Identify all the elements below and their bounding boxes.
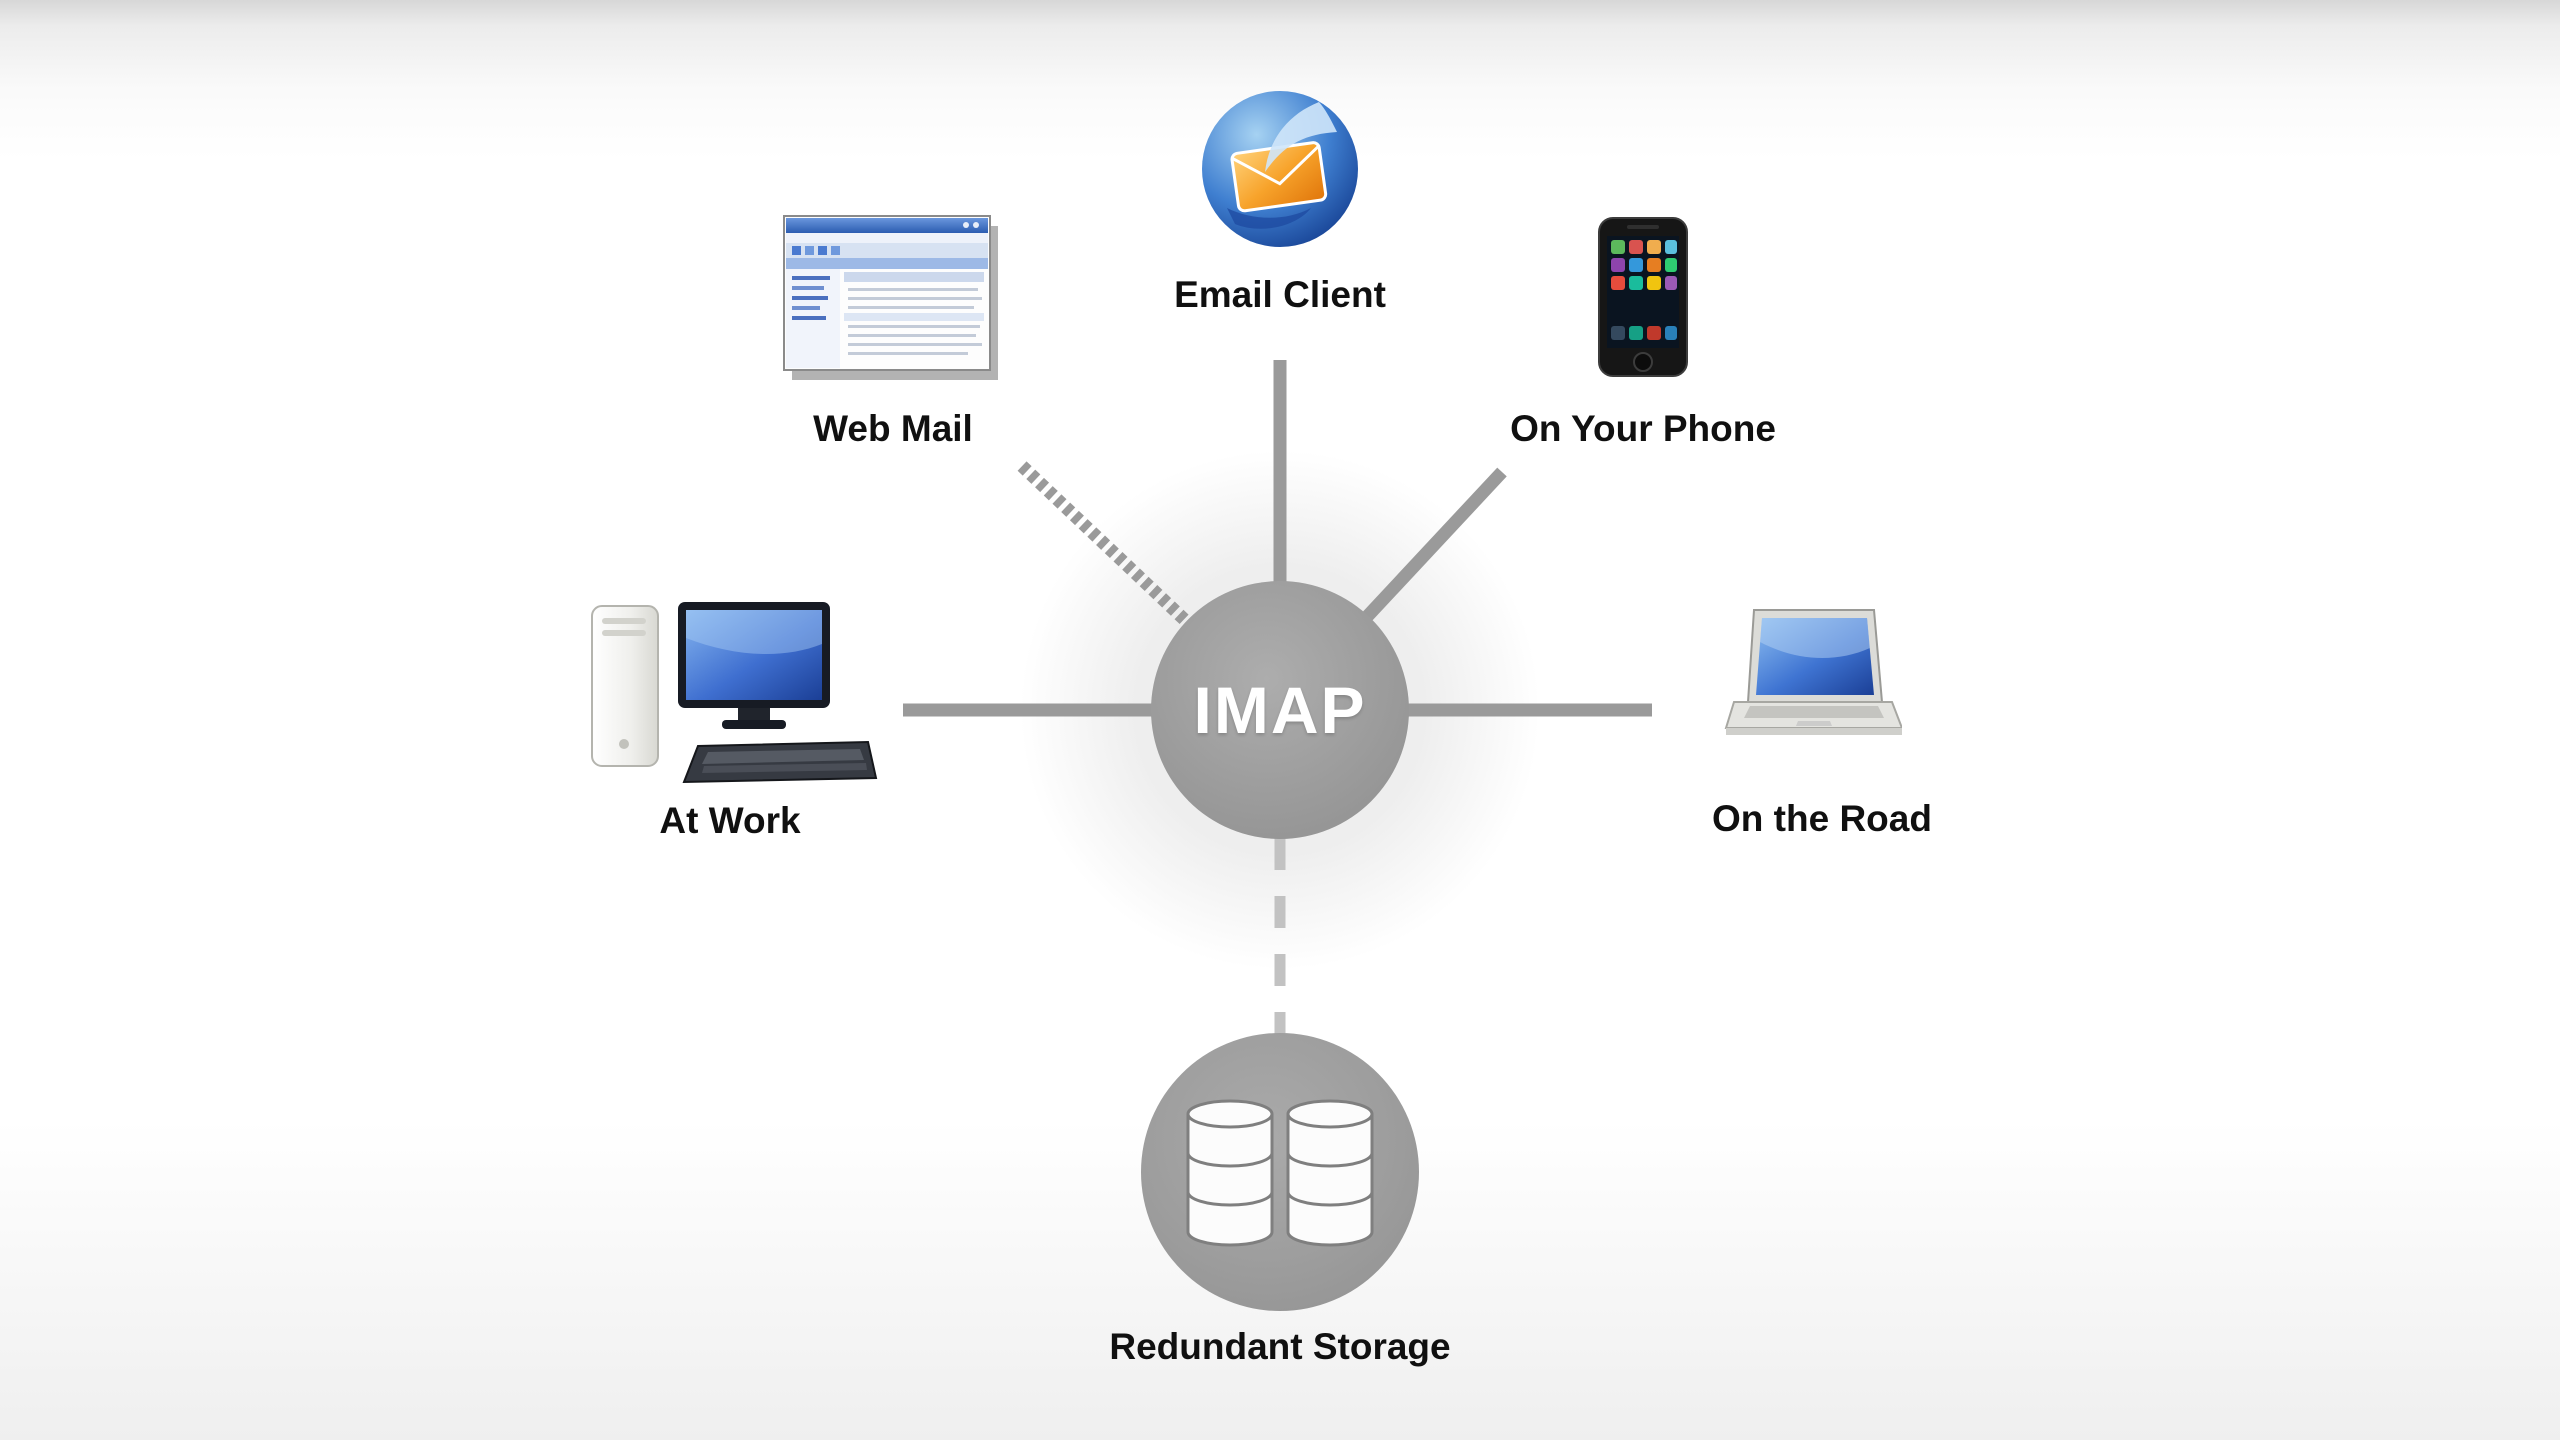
database-icon xyxy=(1186,1099,1374,1247)
redundant-storage-label: Redundant Storage xyxy=(1109,1326,1451,1367)
web-mail-label: Web Mail xyxy=(813,408,973,449)
at-work-label: At Work xyxy=(659,800,801,841)
imap-hub: IMAP xyxy=(1151,581,1409,839)
desktop-computer-icon xyxy=(591,602,878,784)
on-your-phone-label: On Your Phone xyxy=(1510,408,1776,449)
redundant-storage-circle xyxy=(1141,1033,1419,1311)
imap-hub-label: IMAP xyxy=(1193,673,1367,747)
on-the-road-label: On the Road xyxy=(1712,798,1932,839)
thunderbird-icon xyxy=(1202,91,1358,247)
email-client-label: Email Client xyxy=(1174,274,1386,315)
iphone-icon xyxy=(1598,217,1688,377)
browser-window-icon xyxy=(783,215,998,380)
laptop-icon xyxy=(1724,609,1902,735)
